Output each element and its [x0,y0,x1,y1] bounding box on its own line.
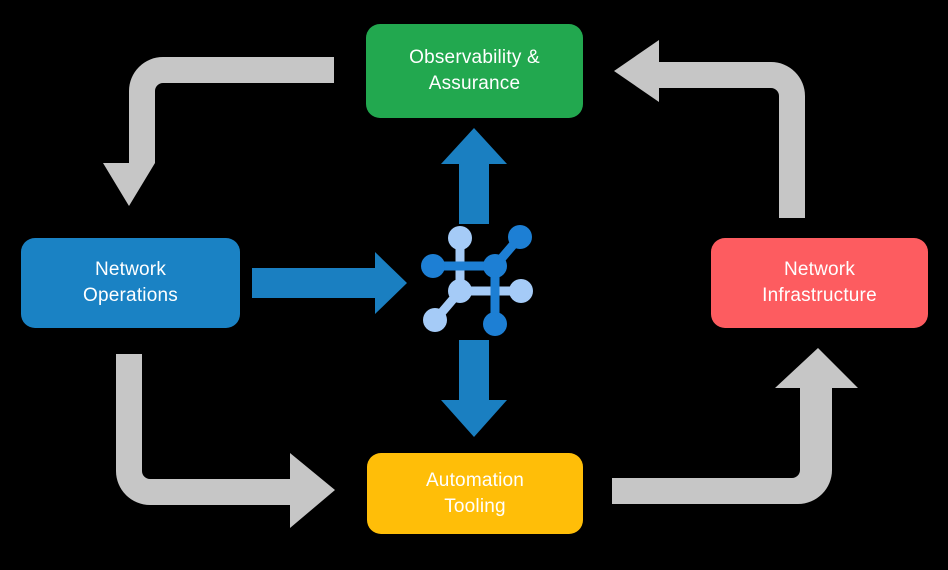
node-network-infrastructure-label: Network Infrastructure [762,259,877,306]
arrow-center-to-observability [441,128,507,224]
arrow-automation-tooling-to-network-infrastructure [612,348,858,504]
node-observability-label: Observability & Assurance [409,47,540,94]
arrow-network-operations-to-automation-tooling [116,354,335,528]
node-network-operations-label: Network Operations [83,259,178,306]
arrow-network-operations-to-center [252,252,407,314]
node-automation-tooling[interactable]: Automation Tooling [367,453,583,534]
arrow-network-infrastructure-to-observability [614,40,805,218]
node-network-operations[interactable]: Network Operations [21,238,240,328]
node-automation-tooling-label: Automation Tooling [425,469,525,517]
node-observability-assurance[interactable]: Observability & Assurance [366,24,583,118]
arrow-observability-to-network-operations [103,57,334,206]
node-network-infrastructure[interactable]: Network Infrastructure [711,238,928,328]
network-topology-icon [421,225,533,336]
arrow-center-to-automation-tooling [441,340,507,437]
